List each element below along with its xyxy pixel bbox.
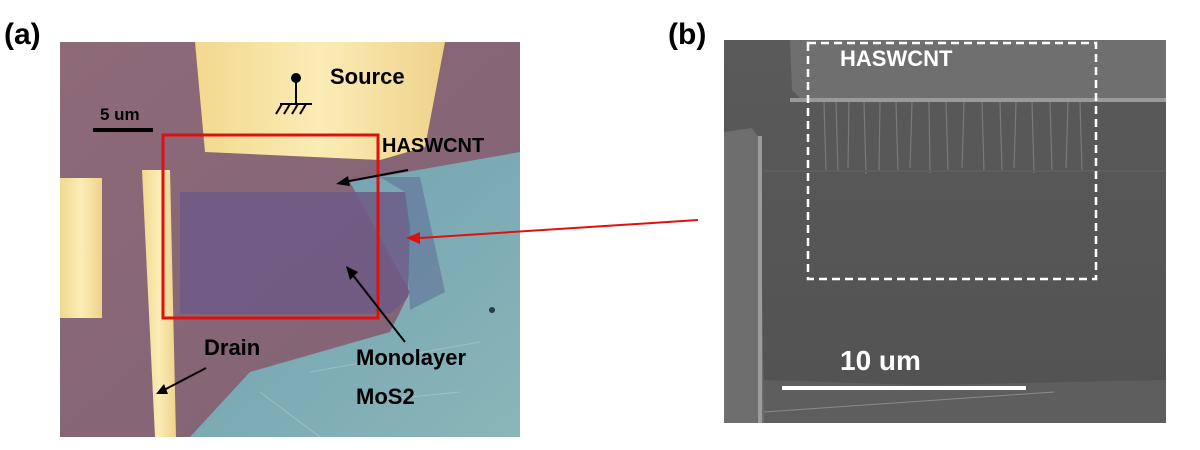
flake-streaks [259, 341, 481, 438]
haswcnt-arrowhead [336, 176, 350, 186]
drain-label: Drain [204, 335, 260, 360]
mos2-flake [190, 152, 520, 437]
particle [489, 307, 495, 313]
connector-arrow [420, 219, 699, 239]
sem-flake-crack [763, 391, 1055, 413]
sem-background [724, 40, 1166, 423]
connector-arrowhead [406, 232, 420, 244]
scale-bar-a [93, 128, 153, 132]
drain-arrow-line [163, 367, 207, 391]
scale-bar-label-a: 5 um [100, 105, 140, 124]
sem-dashed-box [806, 41, 1098, 281]
panel-a-label: (a) [4, 18, 41, 51]
source-label: Source [330, 64, 405, 89]
sem-left-electrode-edge [758, 136, 762, 423]
mos2-arrow-line [351, 273, 406, 343]
mos2-label-line2: MoS2 [356, 384, 415, 409]
optical-micrograph: 5 um Source HASWCNT Monolayer MoS2 Drain [60, 42, 520, 438]
source-electrode [195, 42, 445, 160]
scale-bar-b [782, 386, 1026, 390]
sem-left-electrode [724, 128, 764, 423]
sem-top-electrode [790, 40, 1166, 102]
mos2-arrowhead [346, 266, 358, 280]
sem-micrograph: HASWCNT 10 um [724, 40, 1166, 423]
sem-micrograph-svg: HASWCNT 10 um [724, 40, 1166, 423]
connector-line [420, 219, 699, 239]
haswcnt-label-b: HASWCNT [840, 46, 953, 71]
channel-region [180, 192, 410, 314]
drain-electrode [142, 170, 176, 437]
ground-symbol-icon [275, 73, 312, 115]
haswcnt-arrow-line [343, 169, 409, 183]
scale-bar-label-b: 10 um [840, 345, 921, 376]
panel-b-label: (b) [668, 18, 707, 51]
highlight-box [161, 133, 380, 320]
mos2-label-line1: Monolayer [356, 345, 466, 370]
sem-electrode-edge [790, 98, 1166, 102]
sem-flake-edge [764, 380, 1166, 423]
sem-nanotubes [823, 101, 1083, 175]
left-pad [60, 178, 102, 318]
haswcnt-label-a: HASWCNT [382, 135, 484, 157]
sem-channel-edge [764, 170, 1166, 172]
optical-micrograph-svg: 5 um Source HASWCNT Monolayer MoS2 Drain [60, 42, 520, 438]
flake-edge [380, 177, 445, 310]
drain-arrowhead [156, 384, 168, 394]
